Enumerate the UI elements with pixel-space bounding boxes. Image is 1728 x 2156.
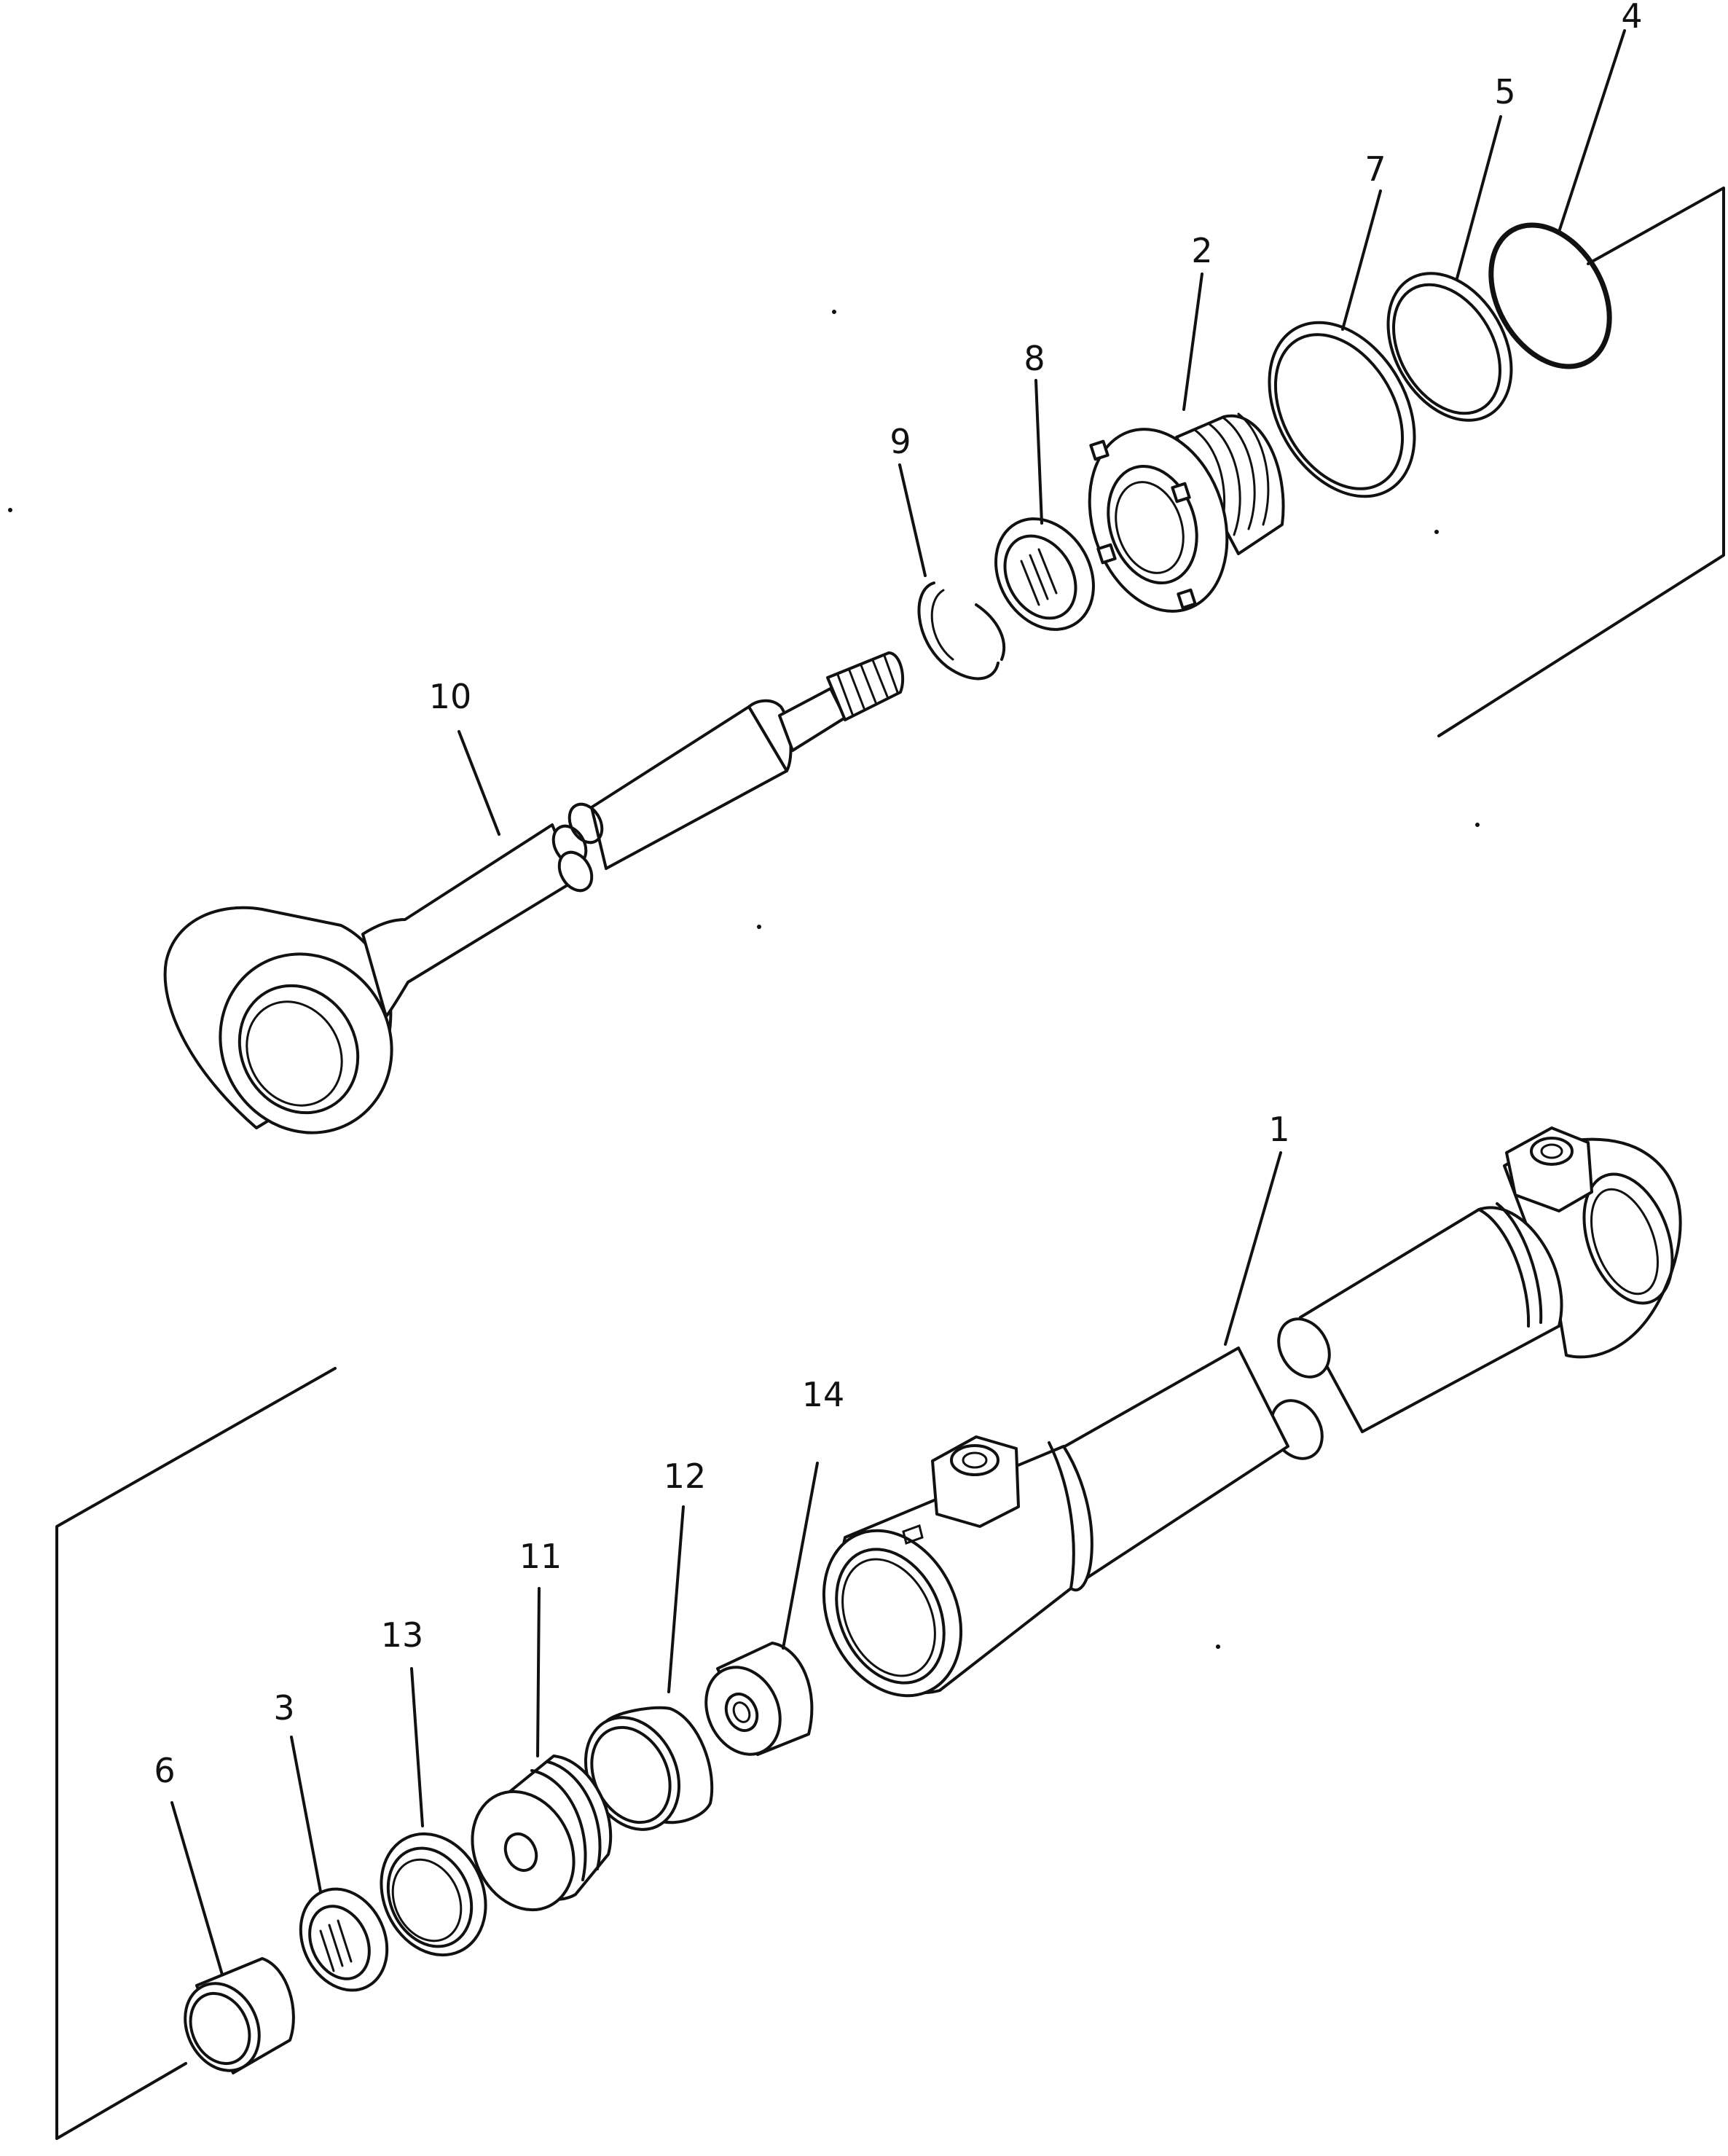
snap-ring (917, 581, 1006, 681)
callout-8: 8 (1024, 339, 1045, 378)
callout-11: 11 (519, 1537, 562, 1576)
callout-2: 2 (1191, 231, 1212, 270)
piston-nut (704, 1642, 814, 1756)
callout-7: 7 (1364, 149, 1386, 189)
piston-seal (380, 1832, 487, 1957)
rod-eye (163, 906, 393, 1134)
piston-rod-assembly (163, 651, 905, 1134)
dust-seal (299, 1887, 389, 1992)
o-ring (1488, 222, 1612, 369)
callout-1: 1 (1268, 1110, 1289, 1149)
callout-10: 10 (429, 677, 472, 716)
callout-9: 9 (889, 422, 911, 461)
callout-4: 4 (1621, 0, 1642, 36)
callout-5: 5 (1494, 72, 1515, 111)
rod-bushing (994, 517, 1095, 631)
wear-ring (584, 1706, 714, 1831)
frame-lines (55, 187, 1725, 2140)
cylinder-tube (822, 1126, 1682, 1698)
leader-lines (170, 29, 1626, 1976)
callout-12: 12 (664, 1457, 707, 1496)
seal-ring (1386, 272, 1513, 422)
bushing (184, 1957, 295, 2074)
callout-14: 14 (802, 1375, 845, 1414)
callout-6: 6 (154, 1751, 175, 1790)
callouts: 4 5 7 2 8 9 10 1 14 12 11 13 3 6 (154, 0, 1642, 1790)
scan-specks (8, 310, 1480, 1649)
backup-ring (1268, 321, 1416, 498)
callout-13: 13 (381, 1615, 424, 1655)
cylinder-head (1088, 412, 1285, 613)
piston (471, 1755, 613, 1912)
callout-3: 3 (273, 1688, 294, 1728)
